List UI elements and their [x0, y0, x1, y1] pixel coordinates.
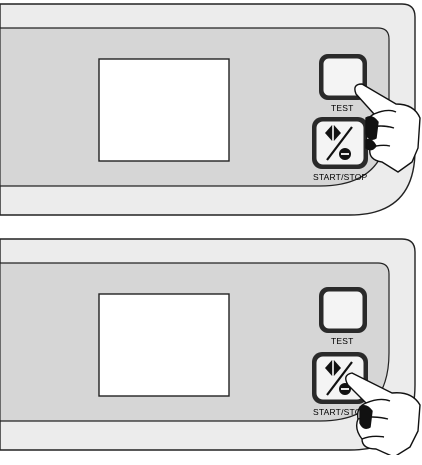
- control-panel-illustration: TEST START/STOP: [0, 238, 421, 455]
- control-panel-illustration: TEST START/STOP: [0, 3, 421, 216]
- control-panel-start-step: TEST START/STOP: [0, 235, 422, 455]
- start-stop-icon: [325, 124, 353, 161]
- display-screen: [98, 58, 230, 162]
- test-button[interactable]: [319, 287, 367, 333]
- control-panel-test-step: TEST START/STOP: [0, 0, 422, 220]
- start-stop-icon: [325, 359, 353, 396]
- start-stop-label: START/STOP: [313, 407, 368, 417]
- test-label: TEST: [331, 336, 354, 346]
- pointing-hand-icon: [354, 83, 421, 173]
- display-screen: [98, 293, 230, 397]
- start-stop-label: START/STOP: [313, 172, 368, 182]
- start-stop-button[interactable]: [312, 117, 368, 169]
- pointing-hand-icon: [345, 372, 421, 455]
- test-label: TEST: [331, 103, 354, 113]
